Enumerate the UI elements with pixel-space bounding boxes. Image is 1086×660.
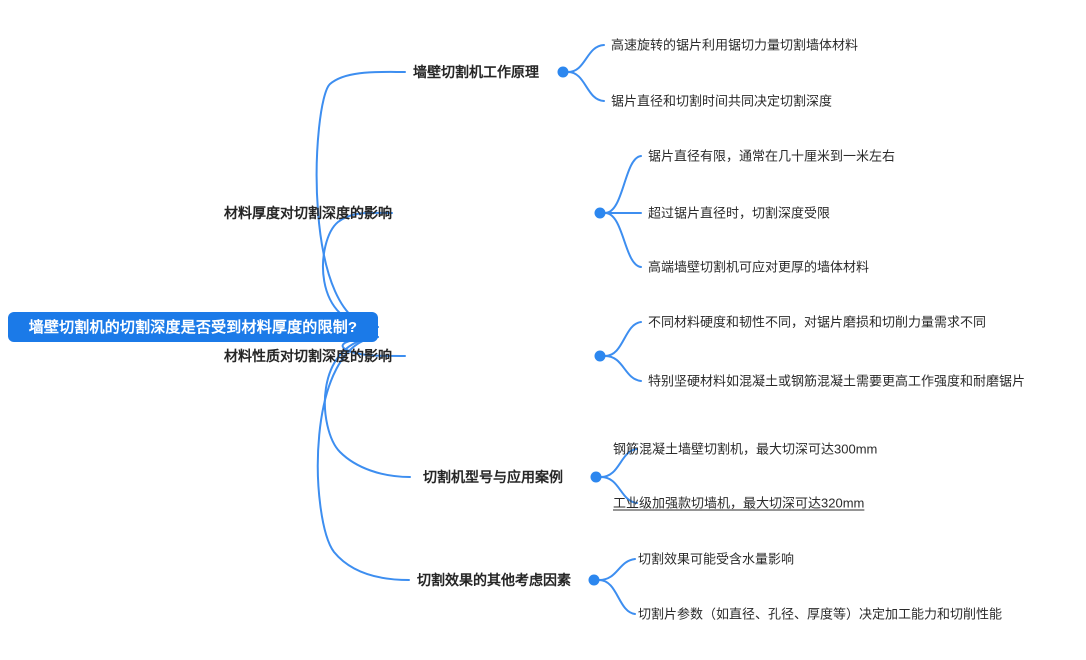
- leaf-label-5-2[interactable]: 切割片参数（如直径、孔径、厚度等）决定加工能力和切削性能: [638, 606, 1003, 622]
- leaf-label-5-1[interactable]: 切割效果可能受含水量影响: [638, 551, 795, 567]
- link-root-branch-1: [315, 70, 406, 328]
- branch-dot-2[interactable]: [594, 207, 606, 219]
- branch-label-3[interactable]: 材料性质对切割深度的影响: [224, 348, 392, 364]
- leaf-label-1-1[interactable]: 高速旋转的锯片利用锯切力量切割墙体材料: [611, 37, 859, 53]
- link-branch-5-leaf-1: [598, 558, 636, 581]
- link-branch-1-leaf-1: [567, 44, 605, 73]
- leaf-label-4-1[interactable]: 钢筋混凝土墙壁切割机，最大切深可达300mm: [613, 441, 878, 457]
- root-node-label: 墙壁切割机的切割深度是否受到材料厚度的限制?: [28, 318, 358, 336]
- branch-label-5[interactable]: 切割效果的其他考虑因素: [417, 572, 571, 588]
- leaf-label-1-2[interactable]: 锯片直径和切割时间共同决定切割深度: [611, 93, 833, 109]
- link-branch-2-leaf-3: [604, 212, 642, 268]
- branch-dot-3[interactable]: [594, 350, 606, 362]
- branch-label-2[interactable]: 材料厚度对切割深度的影响: [224, 205, 392, 221]
- leaf-label-2-2[interactable]: 超过锯片直径时，切割深度受限: [648, 205, 831, 221]
- branch-label-4[interactable]: 切割机型号与应用案例: [423, 469, 563, 485]
- link-root-branch-5: [316, 336, 410, 581]
- link-branch-2-leaf-1: [604, 155, 642, 214]
- link-branch-5-leaf-2: [598, 579, 636, 615]
- leaf-label-4-2[interactable]: 工业级加强款切墙机，最大切深可达320mm: [613, 495, 865, 511]
- branch-dot-1[interactable]: [557, 66, 569, 78]
- branch-label-1[interactable]: 墙壁切割机工作原理: [413, 64, 539, 80]
- leaf-label-3-1[interactable]: 不同材料硬度和韧性不同，对锯片磨损和切削力量需求不同: [648, 314, 987, 330]
- leaf-label-3-2[interactable]: 特别坚硬材料如混凝土或钢筋混凝土需要更高工作强度和耐磨锯片: [648, 373, 1026, 389]
- link-root-branch-2: [322, 211, 393, 328]
- leaf-label-2-3[interactable]: 高端墙壁切割机可应对更厚的墙体材料: [648, 259, 870, 275]
- branch-dot-5[interactable]: [588, 574, 600, 586]
- branch-dot-4[interactable]: [590, 471, 602, 483]
- link-branch-3-leaf-1: [604, 321, 642, 357]
- root-node[interactable]: 墙壁切割机的切割深度是否受到材料厚度的限制?: [8, 312, 378, 342]
- link-branch-1-leaf-2: [567, 71, 605, 102]
- leaf-label-2-1[interactable]: 锯片直径有限，通常在几十厘米到一米左右: [648, 148, 896, 164]
- link-branch-3-leaf-2: [604, 355, 642, 382]
